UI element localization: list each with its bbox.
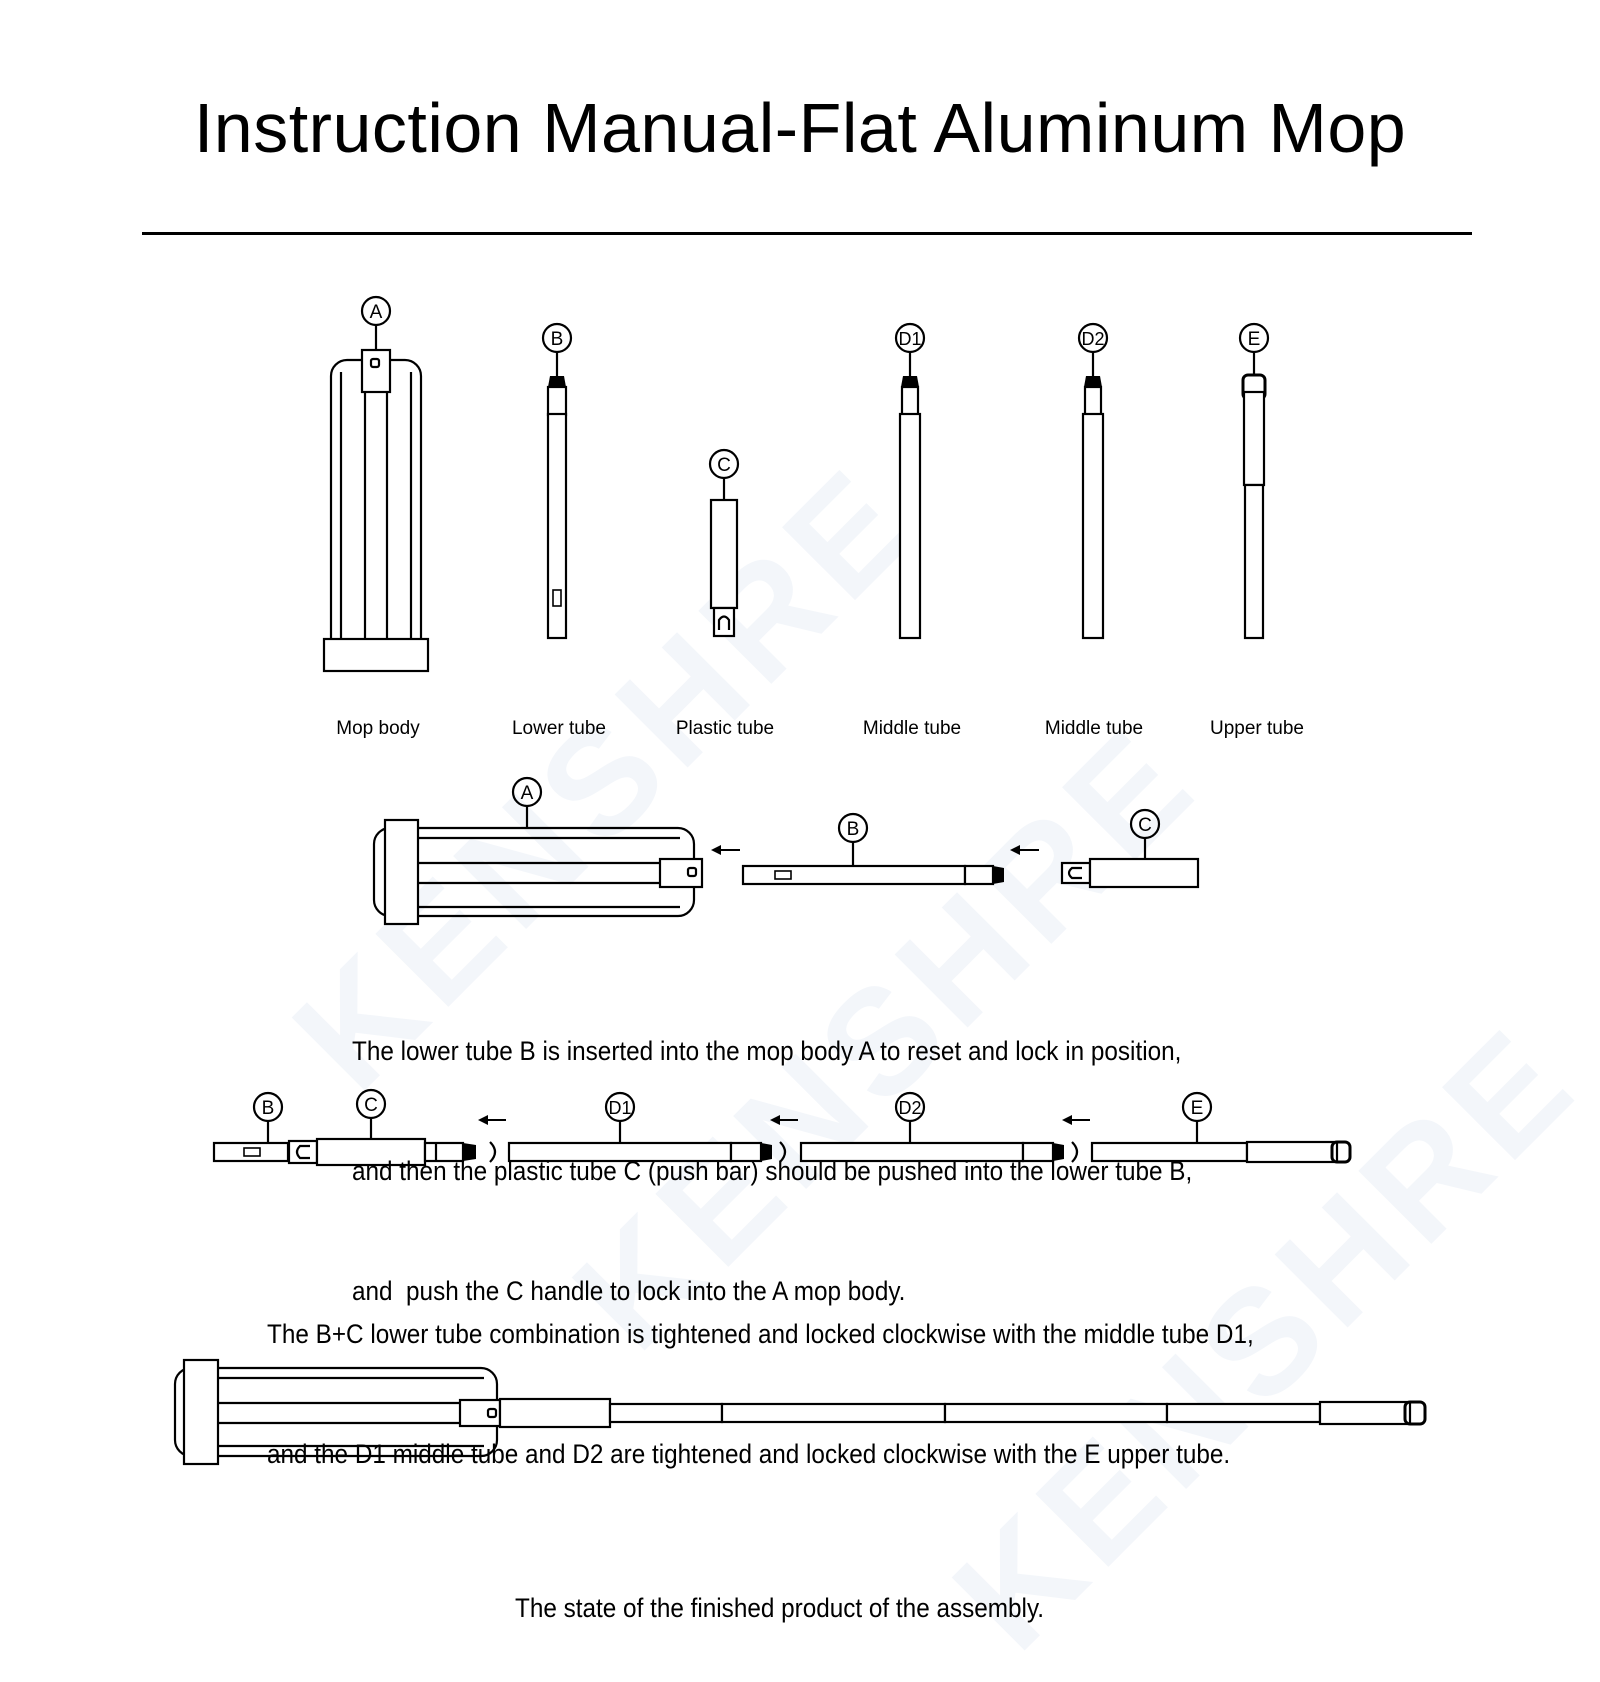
step1-label-b: B	[847, 819, 860, 840]
step2-upper-e	[1090, 1091, 1352, 1164]
step1-caption: The lower tube B is inserted into the mo…	[352, 951, 1192, 1351]
step2-caption: The B+C lower tube combination is tighte…	[267, 1234, 1254, 1514]
step2-label-c: C	[364, 1095, 378, 1116]
step2-label-d2: D2	[898, 1098, 921, 1118]
step2-arrow-3	[1062, 1115, 1090, 1125]
step1-label-a: A	[521, 783, 534, 804]
part-label-mop-body: Mop body	[336, 718, 420, 739]
part-middle-tube-d2	[1077, 322, 1109, 640]
step1-line-2: and then the plastic tube C (push bar) s…	[352, 1156, 1193, 1186]
step1-lower-tube	[741, 812, 995, 886]
step2-lower-combo	[212, 1088, 497, 1167]
title-divider	[142, 232, 1472, 235]
step1-label-c: C	[1138, 815, 1152, 836]
step2-arrow-1	[478, 1115, 506, 1125]
step2-middle-d2	[799, 1091, 1079, 1163]
assembly-diagram: A B C D1 D2 E	[173, 295, 1427, 1466]
step2-line-2: and the D1 middle tube and D2 are tighte…	[267, 1439, 1231, 1469]
part-label-lower-tube: Lower tube	[511, 718, 606, 739]
step2-arrow-2	[770, 1115, 798, 1125]
part-label-plastic-tube: Plastic tube	[675, 718, 775, 739]
part-lower-tube-b	[541, 322, 573, 640]
page-title: Instruction Manual-Flat Aluminum Mop	[193, 89, 1407, 167]
step1-arrow-1	[711, 845, 740, 855]
step1-plastic-tube	[1060, 808, 1200, 889]
label-d1: D1	[898, 329, 921, 349]
step2-line-1: The B+C lower tube combination is tighte…	[267, 1319, 1254, 1349]
label-e: E	[1248, 329, 1261, 350]
part-plastic-tube-c	[708, 448, 740, 638]
step2-label-e: E	[1191, 1098, 1204, 1119]
part-middle-tube-d1	[894, 322, 926, 640]
step1-mop-body	[372, 776, 704, 926]
label-c: C	[717, 455, 731, 476]
label-a: A	[370, 302, 383, 323]
label-b: B	[551, 329, 564, 350]
assembled-mop	[173, 1358, 1427, 1466]
step3-caption: The state of the finished product of the…	[515, 1508, 1044, 1668]
step2-label-d1: D1	[608, 1098, 631, 1118]
step3-line-1: The state of the finished product of the…	[515, 1593, 1045, 1623]
part-label-middle-tube-d1: Middle tube	[862, 718, 962, 739]
step1-line-1: The lower tube B is inserted into the mo…	[352, 1036, 1182, 1066]
part-mop-body-a	[322, 295, 430, 673]
step2-label-b: B	[262, 1098, 275, 1119]
step2-middle-d1	[507, 1091, 787, 1163]
part-label-middle-tube-d2: Middle tube	[1044, 718, 1144, 739]
part-label-upper-tube: Upper tube	[1209, 718, 1304, 739]
part-upper-tube-e	[1238, 322, 1270, 640]
step1-arrow-2	[1010, 845, 1039, 855]
step1-line-3: and push the C handle to lock into the A…	[352, 1276, 906, 1306]
label-d2: D2	[1081, 329, 1104, 349]
